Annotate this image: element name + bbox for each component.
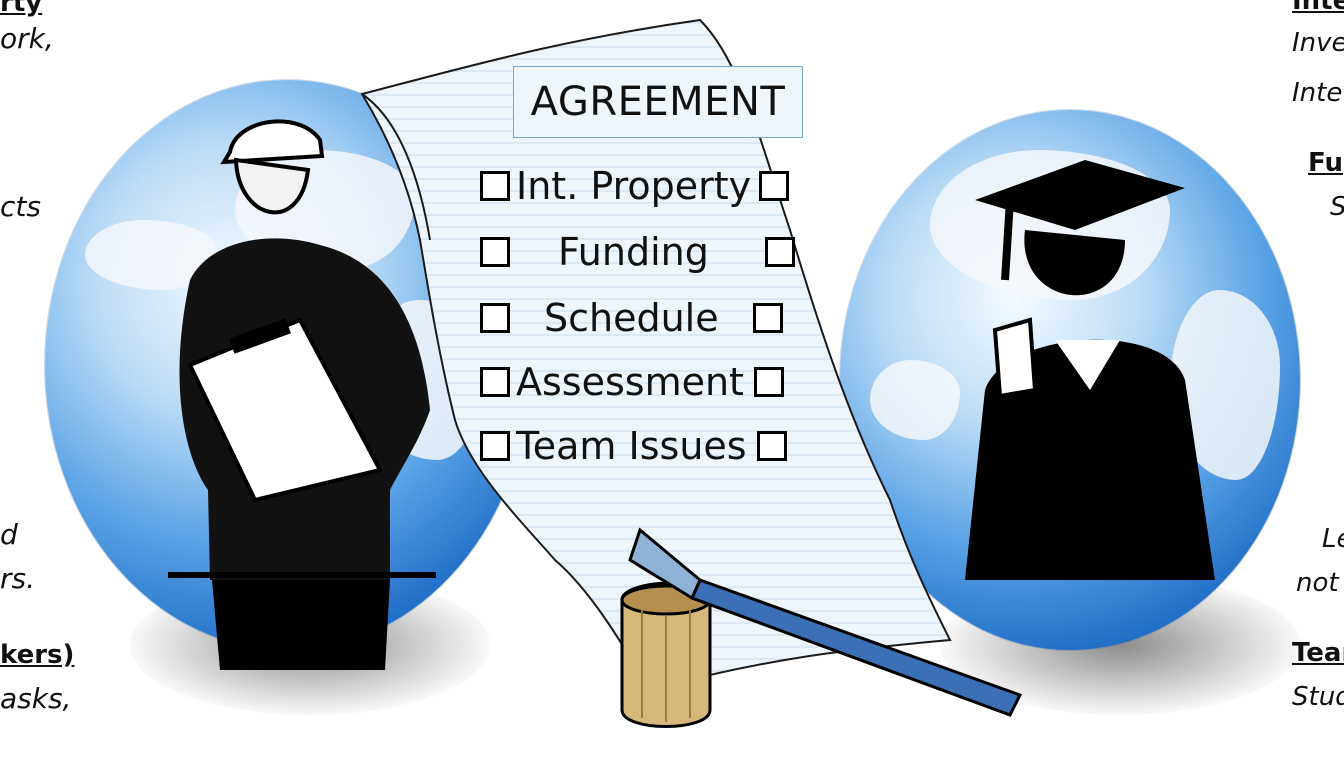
checklist-row: Assessment <box>480 356 784 408</box>
checkbox-right[interactable] <box>753 367 784 397</box>
hard-hat <box>220 119 325 165</box>
inkwell-pen <box>620 527 1023 728</box>
left-text-fragment: cts <box>0 190 41 223</box>
checkbox-left[interactable] <box>480 367 510 397</box>
collar <box>1055 340 1120 390</box>
right-text-fragment: Le <box>1322 524 1344 554</box>
checklist-row: Team Issues <box>480 420 787 472</box>
checklist-label: Schedule <box>544 296 719 340</box>
pen-nib <box>628 527 702 601</box>
worker-head <box>233 157 311 215</box>
worker-legs <box>212 580 390 670</box>
left-heading-fragment: kers) <box>0 640 75 670</box>
right-text-fragment: S <box>1330 192 1344 222</box>
right-heading-fragment: Fu <box>1308 148 1343 178</box>
clipboard-clip <box>229 318 291 354</box>
checkbox-right[interactable] <box>756 431 787 461</box>
checkbox-right[interactable] <box>752 303 783 333</box>
right-text-fragment: Stud <box>1292 682 1344 712</box>
right-text-fragment: Inte <box>1292 78 1343 108</box>
left-text-fragment: d <box>0 518 18 551</box>
right-heading-fragment: Tear <box>1292 638 1344 668</box>
checkbox-right[interactable] <box>759 171 790 201</box>
checklist-label: Funding <box>558 230 709 274</box>
worker-silhouette <box>168 119 436 670</box>
checklist-label: Int. Property <box>516 164 752 208</box>
right-heading-fragment: Inte <box>1292 0 1344 16</box>
graduate-silhouette <box>965 160 1215 580</box>
left-text-fragment: rs. <box>0 562 35 595</box>
ground-line <box>168 572 436 578</box>
checklist-row: Schedule <box>480 292 783 344</box>
checklist-label: Assessment <box>516 360 744 404</box>
left-text-fragment: ork, <box>0 22 54 55</box>
left-heading-fragment: rty <box>0 0 43 18</box>
checklist-row: Funding <box>480 226 795 278</box>
right-text-fragment: not <box>1296 568 1339 598</box>
agreement-title: AGREEMENT <box>513 66 803 138</box>
tassel <box>1001 199 1014 281</box>
checkbox-left[interactable] <box>480 303 510 333</box>
right-text-fragment: Inve <box>1292 28 1344 58</box>
checkbox-right[interactable] <box>764 237 795 267</box>
graduate-head <box>1024 230 1125 296</box>
checklist-label: Team Issues <box>516 424 747 468</box>
gown <box>965 339 1215 580</box>
mortarboard <box>975 160 1185 230</box>
scroll-curl <box>361 93 431 241</box>
diploma <box>992 317 1038 399</box>
checklist-row: Int. Property <box>480 160 790 212</box>
checkbox-left[interactable] <box>480 431 510 461</box>
checkbox-left[interactable] <box>480 171 510 201</box>
left-text-fragment: asks, <box>0 682 72 715</box>
right-globe-landmass <box>870 360 960 440</box>
pen <box>689 578 1023 717</box>
checkbox-left[interactable] <box>480 237 510 267</box>
inkwell-stripes <box>641 610 691 722</box>
